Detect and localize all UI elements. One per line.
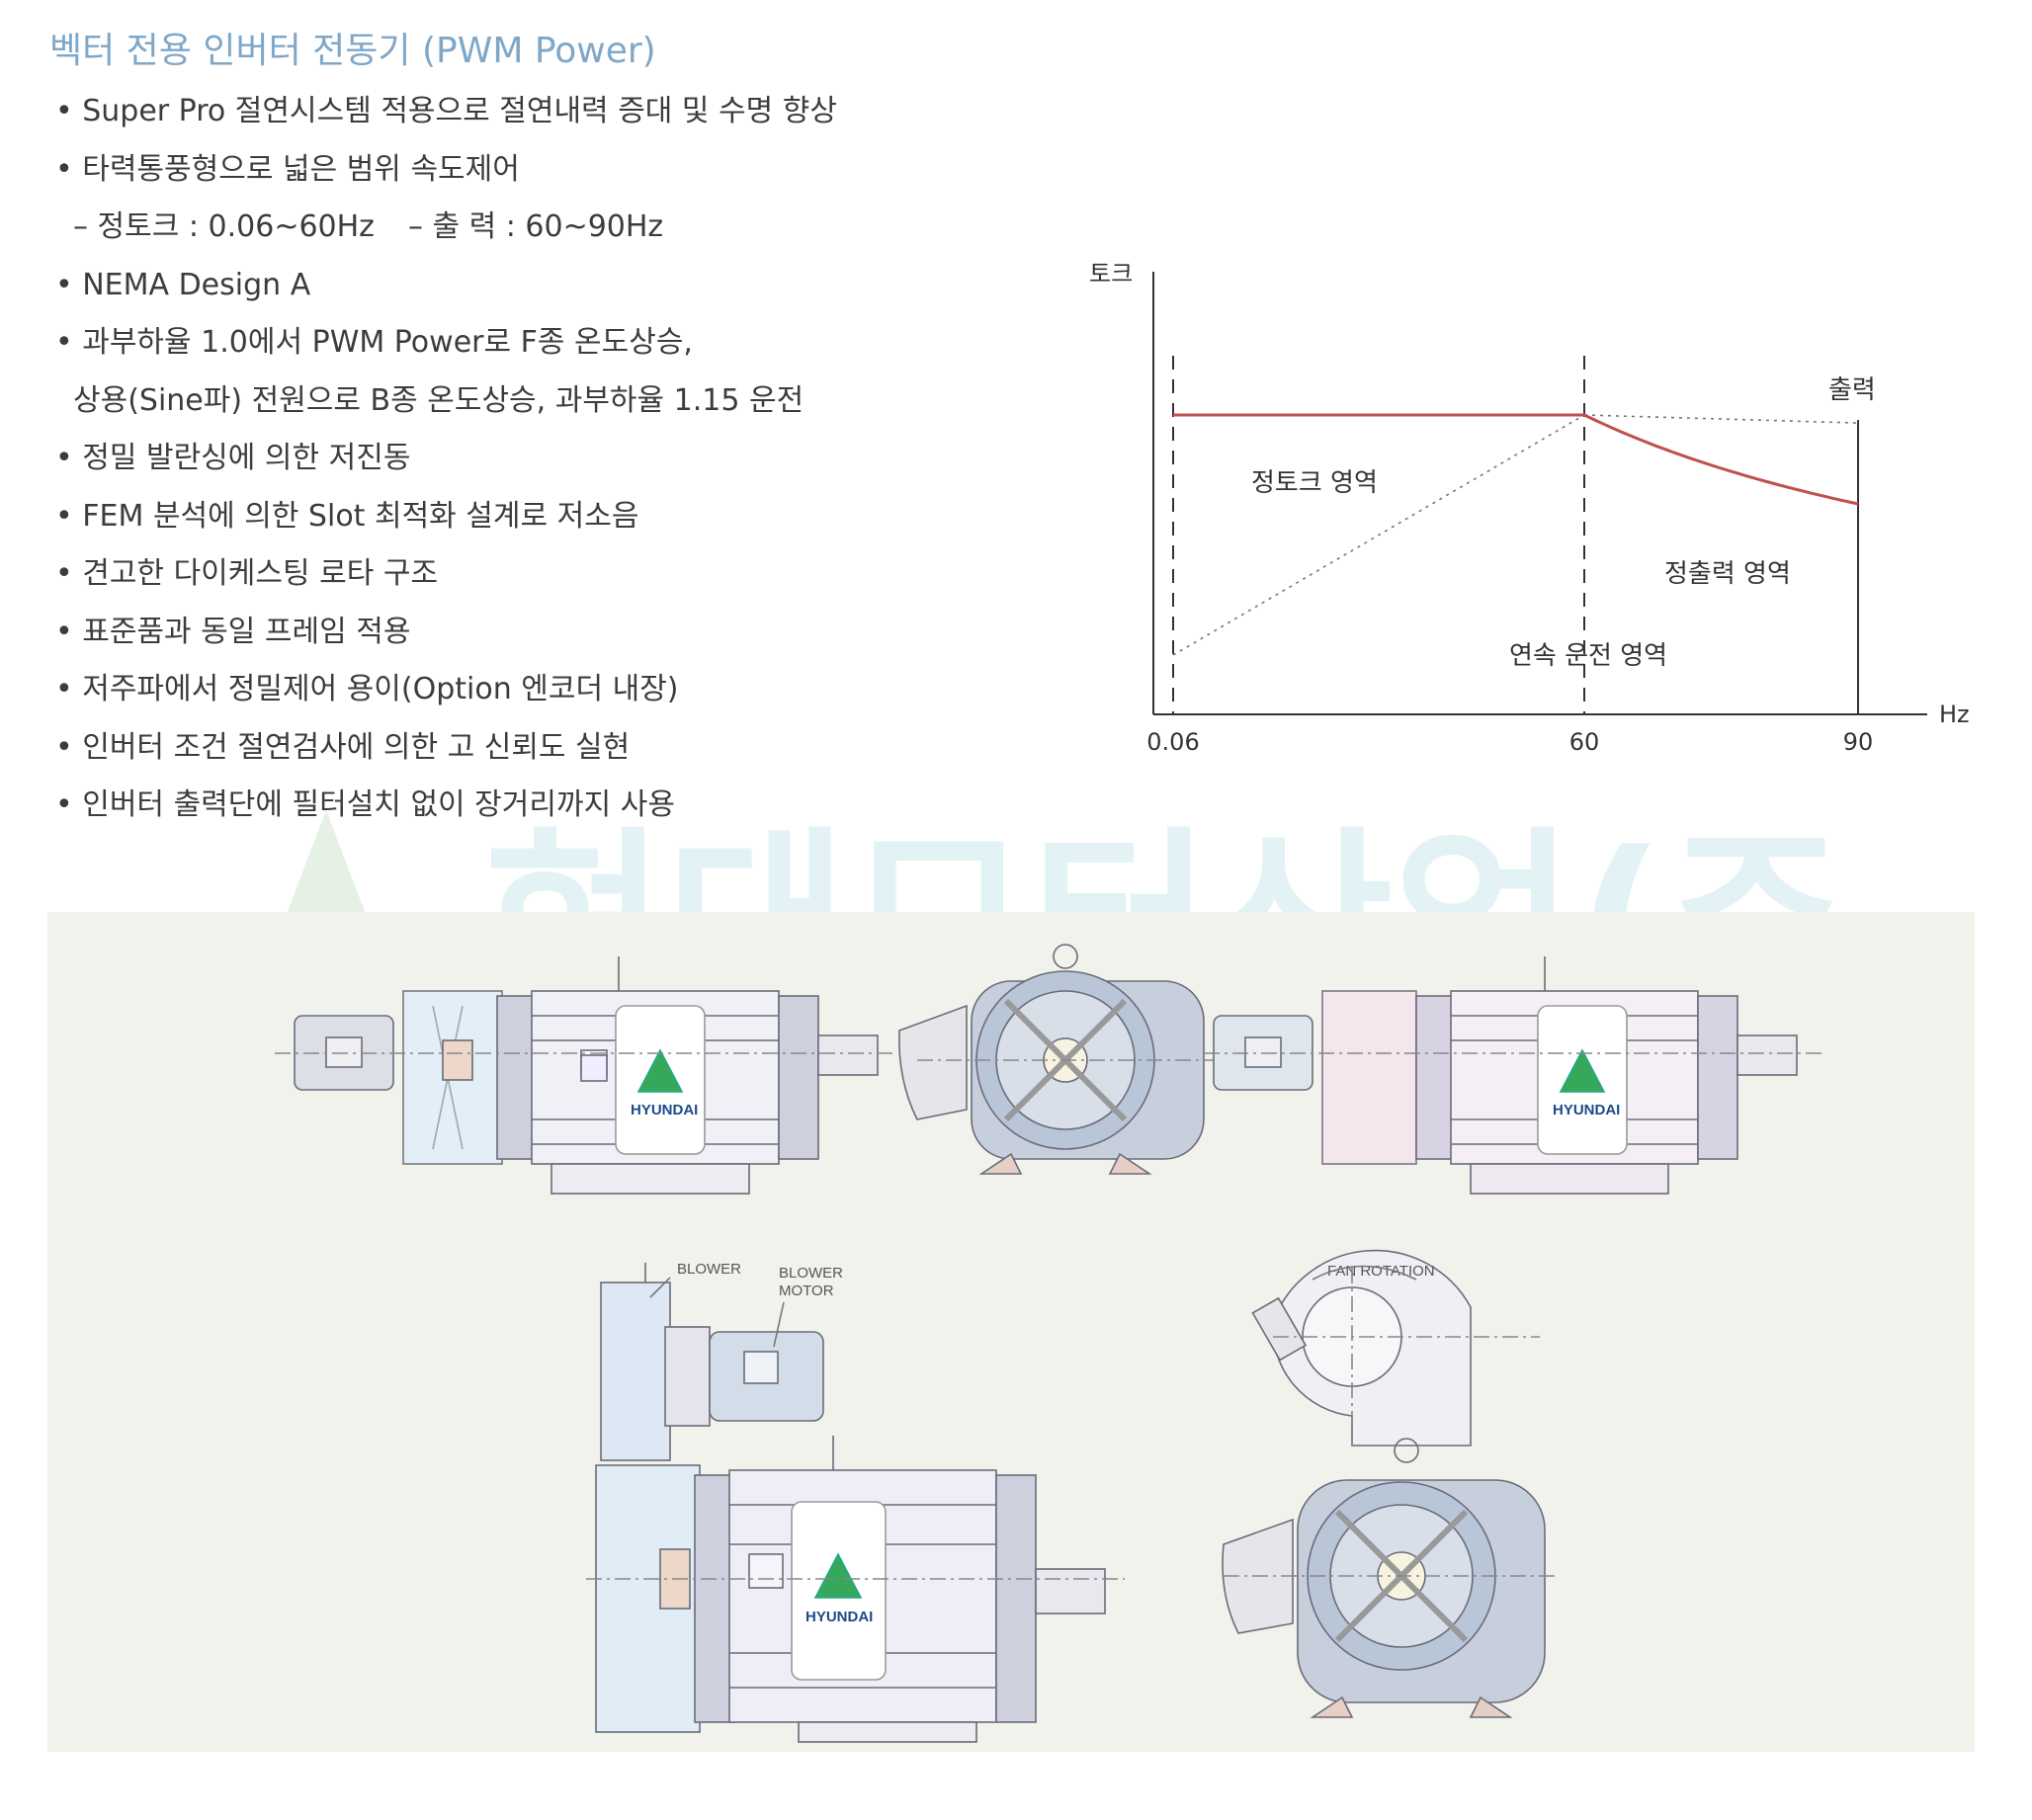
list-item-continuation: 상용(Sine파) 전원으로 B종 온도상승, 과부하율 1.15 운전 bbox=[73, 382, 804, 418]
list-item: • 인버터 출력단에 필터설치 없이 장거리까지 사용 bbox=[55, 787, 675, 822]
list-item-sub: – 정토크 : 0.06~60Hz– 출 력 : 60~90Hz bbox=[73, 209, 664, 244]
x-axis-label: Hz bbox=[1939, 701, 1970, 728]
page-title: 벡터 전용 인버터 전동기 (PWM Power) bbox=[49, 31, 656, 71]
annotation-continuous-operation: 연속 운전 영역 bbox=[1509, 641, 1667, 671]
blower-label: BLOWER bbox=[677, 1261, 741, 1278]
hyundai-logo-icon bbox=[1559, 1048, 1606, 1093]
x-tick-label: 0.06 bbox=[1146, 728, 1199, 756]
reference-line-output bbox=[1583, 414, 1859, 424]
list-item: • 과부하율 1.0에서 PWM Power로 F종 온도상승, bbox=[55, 325, 693, 360]
reference-line-torque-rise bbox=[1172, 414, 1585, 656]
list-item: • 표준품과 동일 프레임 적용 bbox=[55, 614, 411, 649]
list-item: • 견고한 다이케스팅 로타 구조 bbox=[55, 556, 439, 591]
motor-drawings-svg: HYUNDAI bbox=[275, 944, 1826, 1743]
motor-with-blower-side-view: BLOWER BLOWER MOTOR HYUNDAI bbox=[586, 1261, 1125, 1743]
list-item: • 인버터 조건 절연검사에 의한 고 신뢰도 실현 bbox=[55, 729, 631, 765]
feature-list: • Super Pro 절연시스템 적용으로 절연내력 증대 및 수명 향상 •… bbox=[55, 83, 837, 835]
list-item: • 정밀 발란싱에 의한 저진동 bbox=[55, 441, 411, 475]
annotation-constant-torque: 정토크 영역 bbox=[1251, 468, 1378, 498]
list-item: • NEMA Design A bbox=[55, 267, 311, 302]
motor-side-view-2: HYUNDAI bbox=[1204, 956, 1826, 1195]
hyundai-logo-icon bbox=[813, 1552, 863, 1599]
motor-end-view-1 bbox=[898, 944, 1224, 1175]
brand-label: HYUNDAI bbox=[631, 1102, 698, 1118]
blower-motor-label: BLOWER bbox=[779, 1265, 843, 1282]
annotation-constant-output: 정출력 영역 bbox=[1664, 559, 1791, 589]
torque-speed-chart: 토크 Hz 0.06 60 90 정토크 영역 정출력 영역 연속 운전 영역 … bbox=[1089, 260, 1970, 756]
motor-side-view-1: HYUNDAI bbox=[275, 956, 897, 1195]
brand-label: HYUNDAI bbox=[805, 1609, 873, 1625]
brand-label: HYUNDAI bbox=[1553, 1102, 1620, 1118]
motor-with-blower-end-view: FAN ROTATION bbox=[1222, 1249, 1560, 1718]
x-tick-label: 60 bbox=[1569, 728, 1600, 756]
list-item: • 저주파에서 정밀제어 용이(Option 엔코더 내장) bbox=[55, 672, 679, 706]
x-tick-label: 90 bbox=[1843, 728, 1874, 756]
list-item: • 타력통풍형으로 넓은 범위 속도제어 bbox=[55, 151, 520, 187]
annotation-output: 출력 bbox=[1828, 375, 1876, 405]
motor-drawing-panel: HYUNDAI bbox=[47, 912, 1975, 1752]
list-item: • FEM 분석에 의한 Slot 최적화 설계로 저소음 bbox=[55, 498, 639, 534]
hyundai-logo-icon bbox=[636, 1048, 684, 1093]
torque-curve bbox=[1173, 413, 1859, 506]
blower-motor-label-2: MOTOR bbox=[779, 1282, 834, 1299]
fan-rotation-label: FAN ROTATION bbox=[1327, 1263, 1435, 1280]
y-axis-label: 토크 bbox=[1089, 260, 1133, 288]
list-item: • Super Pro 절연시스템 적용으로 절연내력 증대 및 수명 향상 bbox=[55, 94, 838, 128]
